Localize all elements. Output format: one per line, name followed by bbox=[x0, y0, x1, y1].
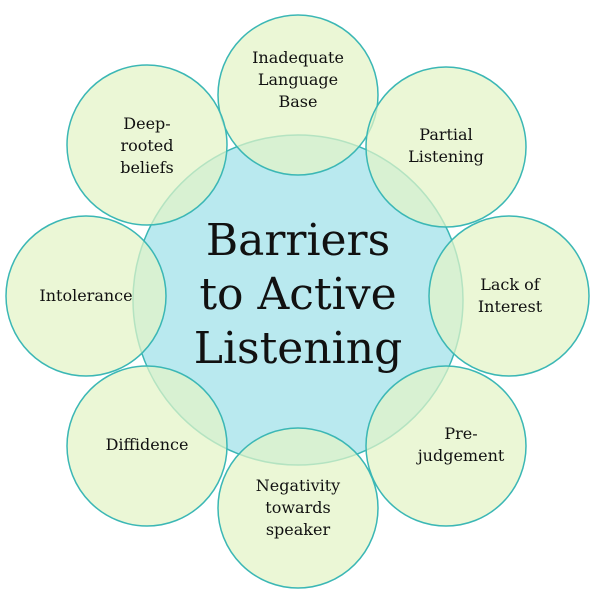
center-title: Barriers to Active Listening bbox=[193, 215, 403, 374]
petal-label-lack-of-interest: Lack of Interest bbox=[477, 275, 543, 316]
petal-label-intolerance: Intolerance bbox=[39, 286, 133, 305]
petal-label-deep-rooted-beliefs: Deep- rooted beliefs bbox=[120, 114, 174, 177]
petal-label-diffidence: Diffidence bbox=[105, 435, 189, 454]
petal-circle-pre-judgement bbox=[365, 365, 527, 527]
petal-label-partial-listening: Partial Listening bbox=[408, 125, 484, 166]
petal-circle-negativity-towards-speaker bbox=[217, 427, 379, 589]
petal-label-inadequate-language-base: Inadequate Language Base bbox=[252, 48, 344, 111]
petal-circle-intolerance bbox=[5, 215, 167, 377]
petal-circle-lack-of-interest bbox=[428, 215, 590, 377]
petal-label-pre-judgement: Pre- judgement bbox=[417, 424, 505, 465]
petal-label-negativity-towards-speaker: Negativity towards speaker bbox=[255, 476, 341, 539]
petal-circle-inadequate-language-base bbox=[217, 14, 379, 176]
petal-circle-diffidence bbox=[66, 365, 228, 527]
petal-circle-partial-listening bbox=[365, 66, 527, 228]
petal-circle-deep-rooted-beliefs bbox=[66, 64, 228, 226]
